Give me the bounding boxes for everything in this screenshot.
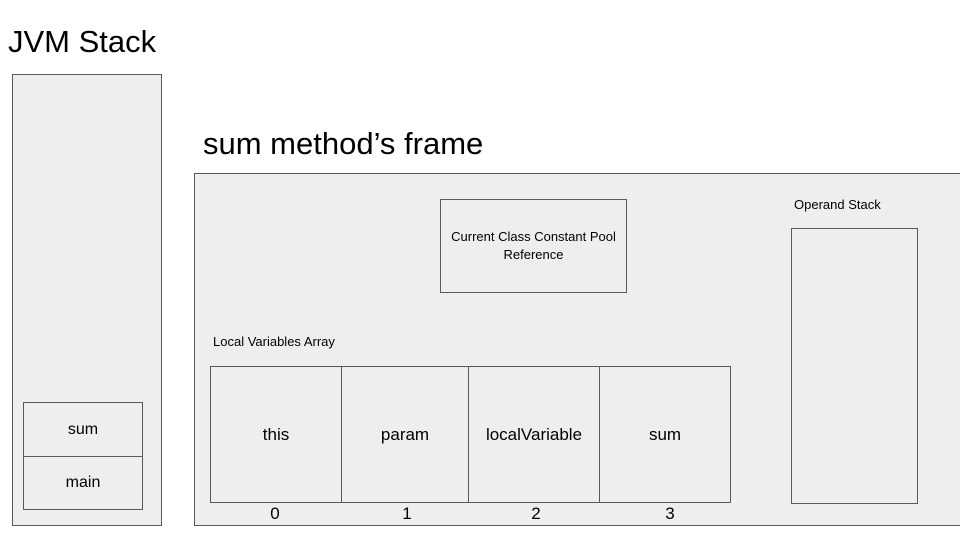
constant-pool-reference-box: Current Class Constant Pool Reference: [440, 199, 627, 293]
slot-name: param: [380, 424, 430, 444]
local-variable-slot: sum: [599, 366, 731, 503]
local-variable-slot: localVariable: [468, 366, 600, 503]
stack-frame-main: main: [23, 456, 143, 510]
slot-index: 1: [402, 504, 412, 523]
constant-pool-reference-label: Current Class Constant Pool Reference: [451, 229, 616, 262]
slot-name: localVariable: [485, 424, 583, 444]
stack-frame-label: sum: [67, 420, 99, 438]
stack-frame-label: main: [65, 474, 101, 491]
stack-frame-sum: sum: [23, 402, 143, 457]
slot-name: this: [262, 424, 290, 444]
page-title: JVM Stack: [8, 24, 157, 59]
slot-name: sum: [648, 424, 682, 444]
slot-index: 2: [531, 504, 541, 523]
slot-index: 3: [665, 504, 675, 523]
frame-title: sum method’s frame: [203, 126, 484, 161]
local-variables-label: Local Variables Array: [213, 334, 335, 349]
local-variable-slot: this: [210, 366, 342, 503]
operand-stack-box: [791, 228, 918, 504]
operand-stack-label: Operand Stack: [794, 197, 881, 212]
slot-index: 0: [270, 504, 280, 523]
local-variable-slot: param: [341, 366, 469, 503]
